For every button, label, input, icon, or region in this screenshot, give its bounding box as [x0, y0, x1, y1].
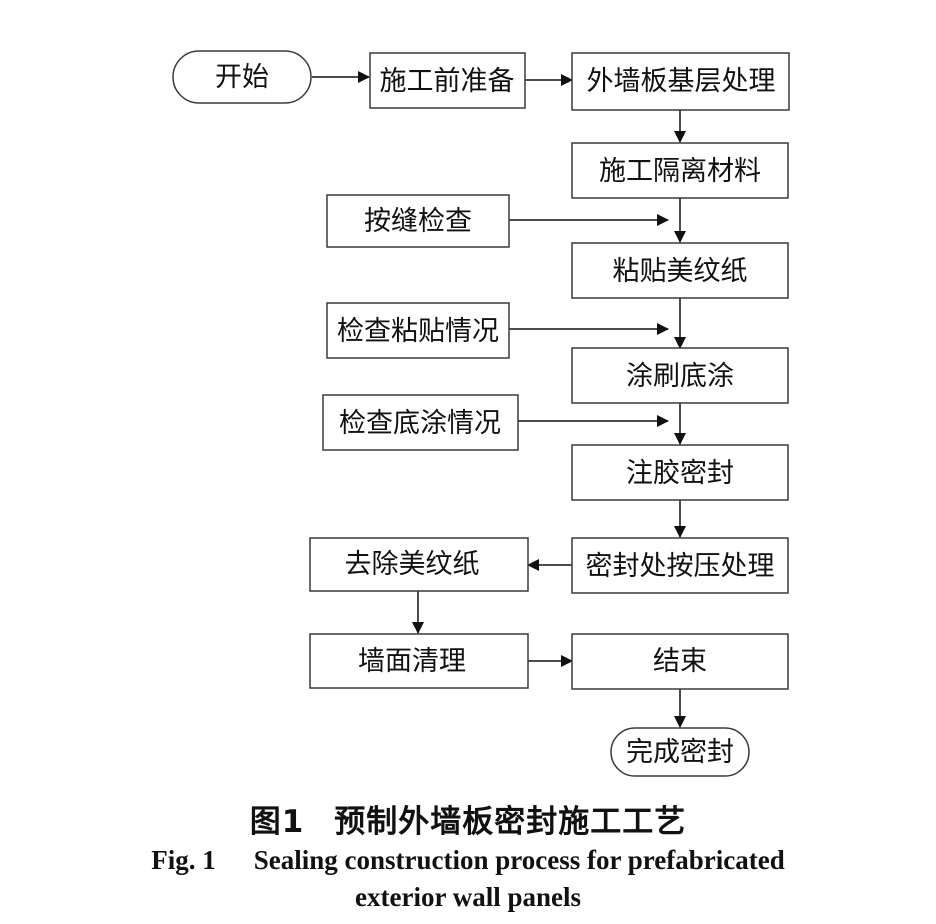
node-joint-check: 按缝检查 — [326, 194, 510, 248]
node-primer-shape — [571, 347, 789, 404]
node-start-shape — [172, 50, 312, 104]
flowchart: 开始 施工前准备 外墙板基层处理 施工隔离材料 按缝检查 粘贴美纹纸 检查粘贴情… — [172, 50, 790, 777]
node-paper-label: 粘贴美纹纸 — [613, 256, 748, 287]
node-joint-check-shape — [326, 194, 510, 248]
node-primer-check-shape — [322, 394, 519, 451]
figure-caption-en-line1: Fig. 1 Sealing construction process for p… — [0, 842, 936, 879]
node-remove-paper: 去除美纹纸 — [309, 537, 529, 592]
node-clean: 墙面清理 — [309, 633, 529, 689]
edges — [312, 71, 686, 728]
node-finish: 结束 — [571, 633, 789, 690]
node-primer-label: 涂刷底涂 — [626, 361, 734, 392]
node-primer: 涂刷底涂 — [571, 347, 789, 404]
figure-title-en-line1: Sealing construction process for prefabr… — [253, 845, 785, 875]
node-joint-check-label: 按缝检查 — [364, 206, 472, 237]
node-isolation: 施工隔离材料 — [571, 142, 789, 199]
node-prep: 施工前准备 — [369, 52, 526, 109]
node-clean-shape — [309, 633, 529, 689]
node-paste-check-shape — [326, 302, 510, 359]
figure-caption-en: Fig. 1 Sealing construction process for p… — [0, 842, 936, 916]
node-base-treatment: 外墙板基层处理 — [571, 52, 790, 111]
node-prep-label: 施工前准备 — [380, 66, 515, 97]
node-finish-shape — [571, 633, 789, 690]
figure-number-en: Fig. 1 — [151, 845, 216, 875]
node-paste-check: 检查粘贴情况 — [326, 302, 510, 359]
node-primer-check: 检查底涂情况 — [322, 394, 519, 451]
figure-caption-cn: 图1 预制外墙板密封施工工艺 — [0, 796, 936, 841]
node-paste-check-label: 检查粘贴情况 — [337, 316, 499, 347]
node-remove-paper-shape — [309, 537, 529, 592]
node-finish-label: 结束 — [653, 646, 707, 677]
figure-title-en-line2: exterior wall panels — [355, 882, 581, 912]
node-complete-shape — [610, 727, 750, 777]
node-prep-shape — [369, 52, 526, 109]
node-primer-check-label: 检查底涂情况 — [339, 408, 501, 439]
node-press-shape — [571, 537, 789, 594]
node-sealant-shape — [571, 444, 789, 501]
node-sealant-label: 注胶密封 — [626, 458, 734, 489]
node-clean-label: 墙面清理 — [358, 646, 466, 677]
node-complete: 完成密封 — [610, 727, 750, 777]
node-start: 开始 — [172, 50, 312, 104]
node-base-treatment-shape — [571, 52, 790, 111]
node-sealant: 注胶密封 — [571, 444, 789, 501]
node-complete-label: 完成密封 — [626, 737, 734, 768]
node-press-label: 密封处按压处理 — [586, 551, 775, 582]
node-paper: 粘贴美纹纸 — [571, 242, 789, 299]
figure-number-cn: 图1 — [249, 804, 305, 840]
node-remove-paper-label: 去除美纹纸 — [345, 549, 480, 580]
node-isolation-shape — [571, 142, 789, 199]
node-isolation-label: 施工隔离材料 — [599, 156, 761, 187]
node-press: 密封处按压处理 — [571, 537, 789, 594]
figure-title-cn: 预制外墙板密封施工工艺 — [334, 804, 687, 840]
node-paper-shape — [571, 242, 789, 299]
node-base-treatment-label: 外墙板基层处理 — [587, 66, 776, 97]
node-start-label: 开始 — [215, 62, 269, 93]
